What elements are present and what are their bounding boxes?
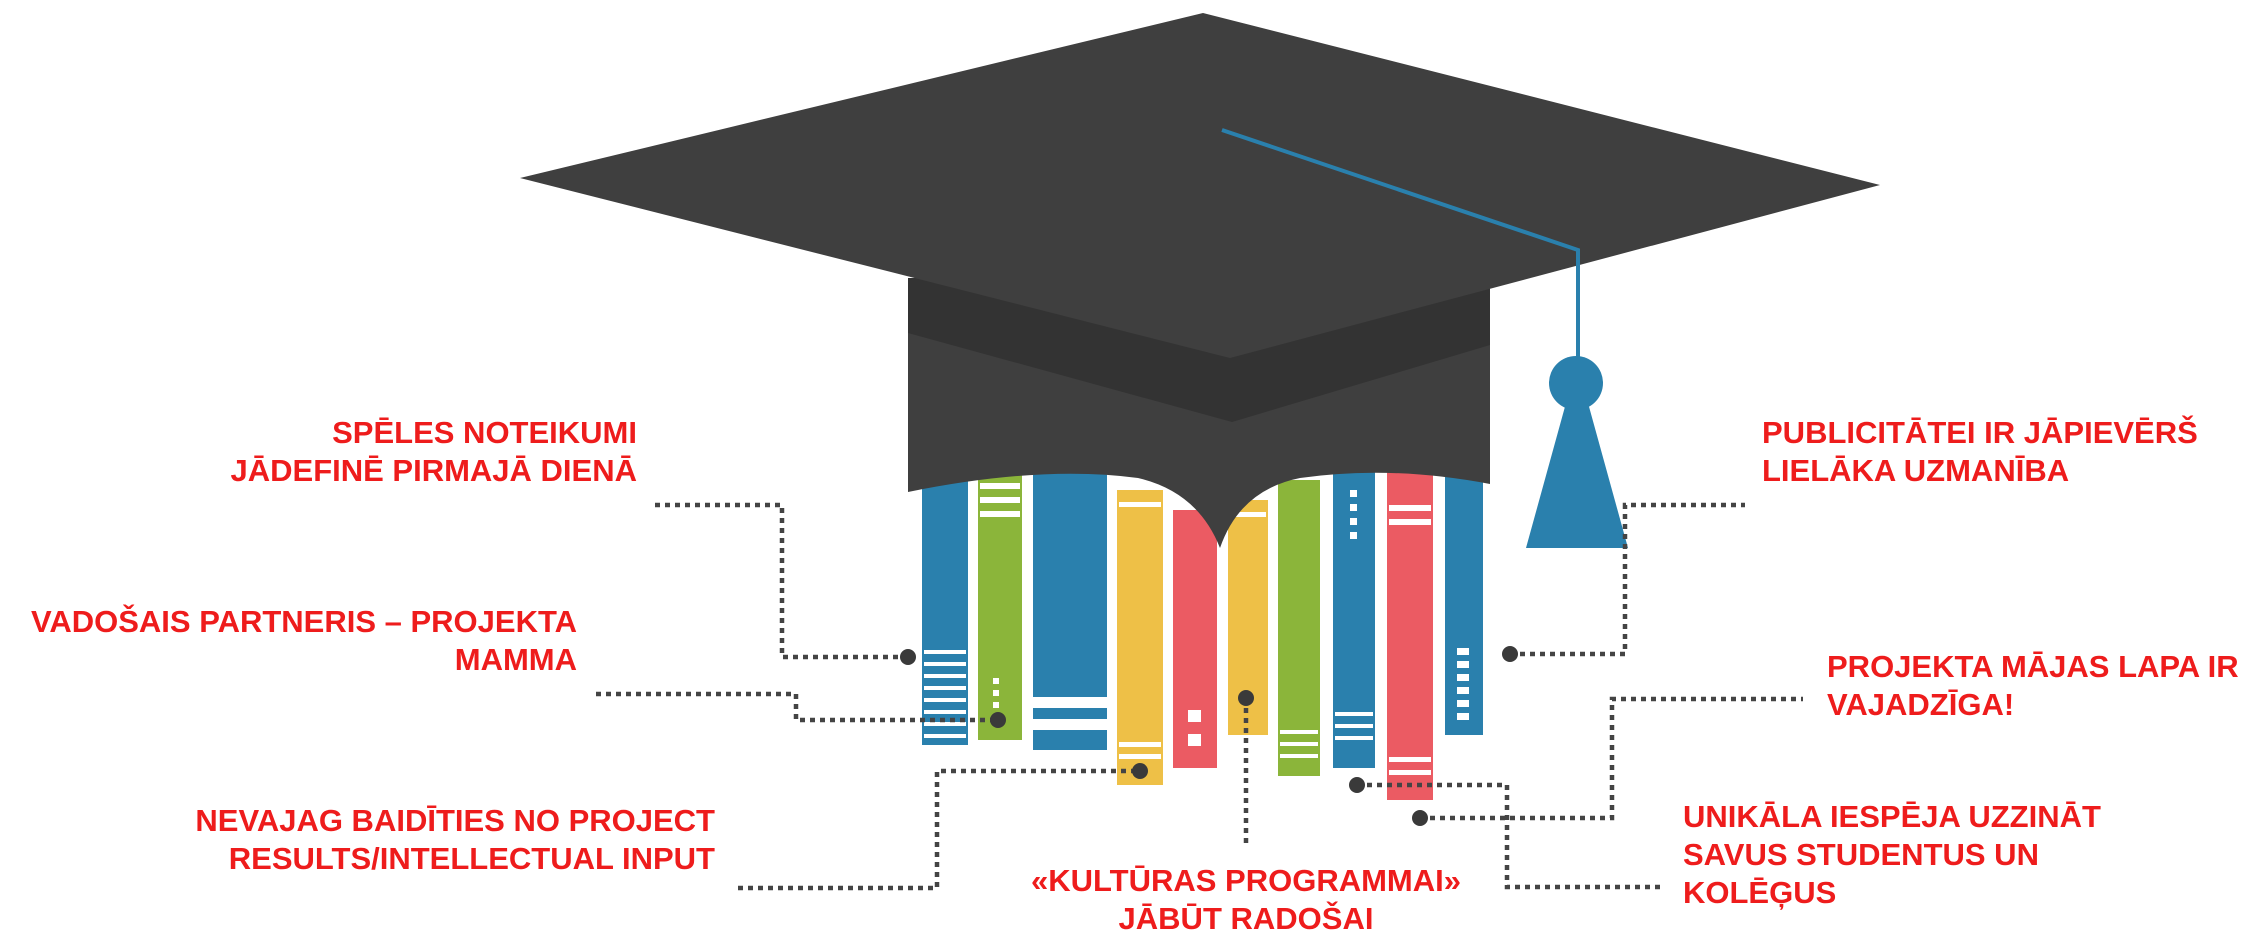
- label-website-line-2: VAJADZĪGA!: [1827, 687, 2015, 722]
- label-rules-line-1: SPĒLES NOTEIKUMI: [332, 415, 637, 450]
- tassel-icon: [1526, 356, 1628, 548]
- label-lead-partner: VADOŠAIS PARTNERIS – PROJEKTA MAMMA: [31, 603, 577, 679]
- book-yellow-1: [1117, 490, 1163, 785]
- label-unique: UNIKĀLA IESPĒJA UZZINĀT SAVUS STUDENTUS …: [1683, 798, 2101, 912]
- label-lead-partner-line-2: MAMMA: [454, 642, 577, 677]
- label-unique-line-3: KOLĒĢUS: [1683, 875, 1837, 910]
- tassel-cord: [1221, 128, 1580, 365]
- label-project-results-line-1: NEVAJAG BAIDĪTIES NO PROJECT: [195, 803, 715, 838]
- label-publicity-line-1: PUBLICITĀTEI IR JĀPIEVĒRŠ: [1762, 415, 2198, 450]
- label-rules-line-2: JĀDEFINĒ PIRMAJĀ DIENĀ: [230, 453, 638, 488]
- book-green-2: [1278, 480, 1320, 776]
- label-culture: «KULTŪRAS PROGRAMMAI» JĀBŪT RADOŠAI: [1006, 862, 1486, 938]
- anchor-dots: [900, 646, 1518, 826]
- label-publicity: PUBLICITĀTEI IR JĀPIEVĒRŠ LIELĀKA UZMANĪ…: [1762, 414, 2198, 490]
- label-website: PROJEKTA MĀJAS LAPA IR VAJADZĪGA!: [1827, 648, 2239, 724]
- leader-lines: [596, 502, 1803, 891]
- label-unique-line-1: UNIKĀLA IESPĒJA UZZINĀT: [1683, 799, 2101, 834]
- label-project-results-line-2: RESULTS/INTELLECTUAL INPUT: [228, 841, 715, 876]
- books-icon: [922, 470, 1483, 800]
- label-website-line-1: PROJEKTA MĀJAS LAPA IR: [1827, 649, 2239, 684]
- book-blue-2: [1033, 470, 1107, 750]
- label-culture-line-1: «KULTŪRAS PROGRAMMAI»: [1031, 863, 1461, 898]
- label-lead-partner-line-1: VADOŠAIS PARTNERIS – PROJEKTA: [30, 604, 577, 639]
- book-blue-1: [922, 470, 968, 745]
- label-culture-line-2: JĀBŪT RADOŠAI: [1118, 901, 1374, 936]
- label-project-results: NEVAJAG BAIDĪTIES NO PROJECT RESULTS/INT…: [195, 802, 715, 878]
- book-blue-3: [1333, 470, 1375, 768]
- book-red-2: [1387, 470, 1433, 800]
- book-red-1: [1173, 510, 1217, 768]
- book-green-1: [978, 470, 1022, 740]
- label-unique-line-2: SAVUS STUDENTUS UN: [1683, 837, 2039, 872]
- label-rules: SPĒLES NOTEIKUMI JĀDEFINĒ PIRMAJĀ DIENĀ: [231, 414, 638, 490]
- graduation-cap-icon: [520, 13, 1880, 548]
- label-publicity-line-2: LIELĀKA UZMANĪBA: [1762, 453, 2070, 488]
- book-blue-4: [1445, 470, 1483, 735]
